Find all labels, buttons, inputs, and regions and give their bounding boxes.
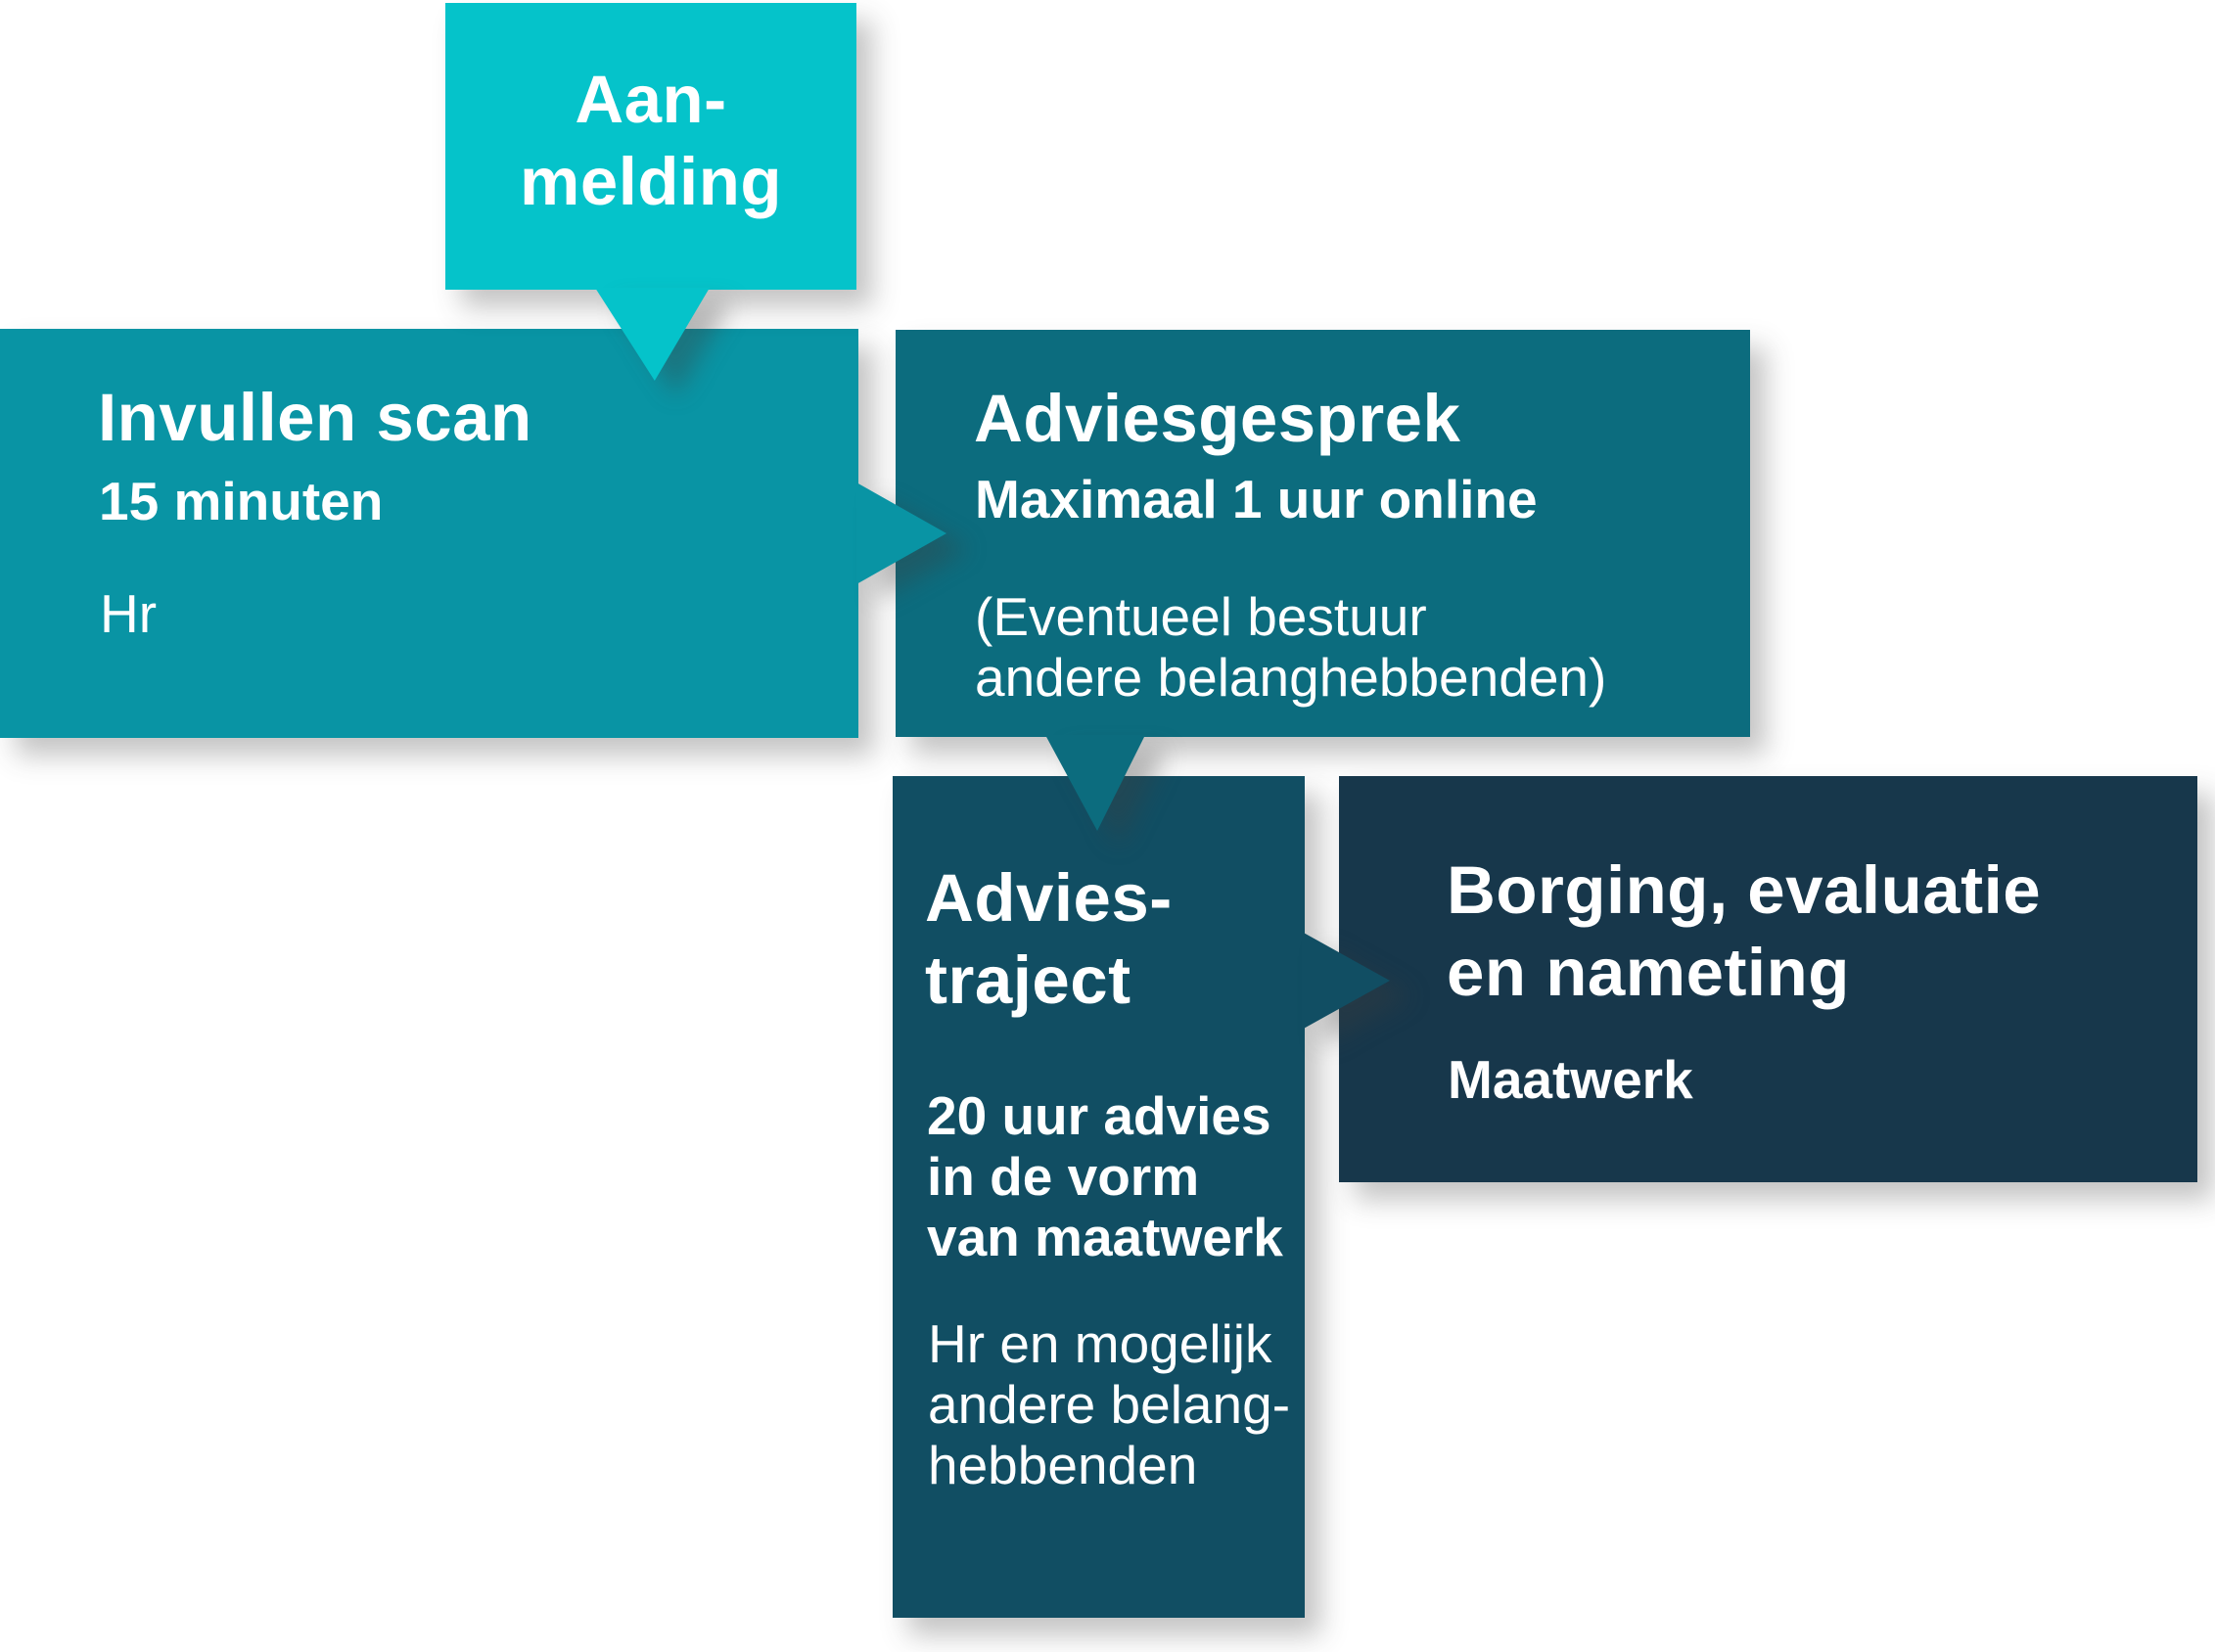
adviestraject-body-line1: Hr en mogelijk [928, 1313, 1272, 1374]
adviestraject-right-arrow-icon [1302, 932, 1390, 1030]
adviesgesprek-body-line1: (Eventueel bestuur [975, 586, 1427, 647]
step-box-adviestraject: Advies- traject 20 uur advies in de vorm… [893, 776, 1305, 1618]
adviestraject-title-line1: Advies- [925, 860, 1173, 936]
adviesgesprek-body-line2: andere belanghebbenden) [975, 647, 1607, 708]
adviesgesprek-subtitle: Maximaal 1 uur online [975, 469, 1538, 529]
invullen-scan-body: Hr [100, 583, 158, 644]
adviestraject-subtitle-line2: in de vorm [927, 1146, 1200, 1207]
aanmelding-down-arrow-icon [595, 288, 710, 381]
adviestraject-title-line2: traject [925, 942, 1131, 1018]
adviestraject-body-line3: hebbenden [928, 1435, 1198, 1495]
adviestraject-subtitle-line1: 20 uur advies [927, 1085, 1271, 1146]
adviesgesprek-title: Adviesgesprek [974, 381, 1461, 456]
borging-title-line2: en nameting [1447, 935, 1850, 1010]
adviestraject-body-line2: andere belang- [928, 1374, 1291, 1435]
adviesgesprek-down-arrow-icon [1045, 735, 1145, 831]
invullen-scan-subtitle: 15 minuten [99, 471, 384, 531]
step-box-adviesgesprek: Adviesgesprek Maximaal 1 uur online (Eve… [896, 330, 1750, 737]
adviestraject-body: Hr en mogelijk andere belang- hebbenden [928, 1313, 1290, 1495]
borging-title: Borging, evaluatie en nameting [1447, 849, 2041, 1014]
aanmelding-title-line1: Aan- [575, 62, 727, 137]
adviestraject-right-arrow-shape [1302, 932, 1390, 1030]
step-box-aanmelding: Aan- melding [445, 3, 856, 290]
invullen-scan-title: Invullen scan [98, 380, 532, 455]
borging-title-line1: Borging, evaluatie [1447, 852, 2042, 928]
adviestraject-title: Advies- traject [925, 857, 1173, 1022]
aanmelding-down-arrow-shape [595, 288, 710, 381]
step-box-borging: Borging, evaluatie en nameting Maatwerk [1339, 776, 2197, 1182]
adviesgesprek-down-arrow-shape [1045, 735, 1145, 831]
step-box-invullen-scan: Invullen scan 15 minuten Hr [0, 329, 858, 738]
invullen-scan-right-arrow-icon [856, 482, 946, 584]
adviesgesprek-body: (Eventueel bestuur andere belanghebbende… [975, 586, 1606, 708]
adviestraject-subtitle: 20 uur advies in de vorm van maatwerk [927, 1085, 1283, 1267]
aanmelding-title-line2: melding [519, 144, 782, 219]
aanmelding-title: Aan- melding [445, 59, 856, 223]
borging-subtitle: Maatwerk [1448, 1049, 1693, 1110]
adviestraject-subtitle-line3: van maatwerk [927, 1207, 1283, 1267]
invullen-scan-right-arrow-shape [856, 482, 946, 584]
